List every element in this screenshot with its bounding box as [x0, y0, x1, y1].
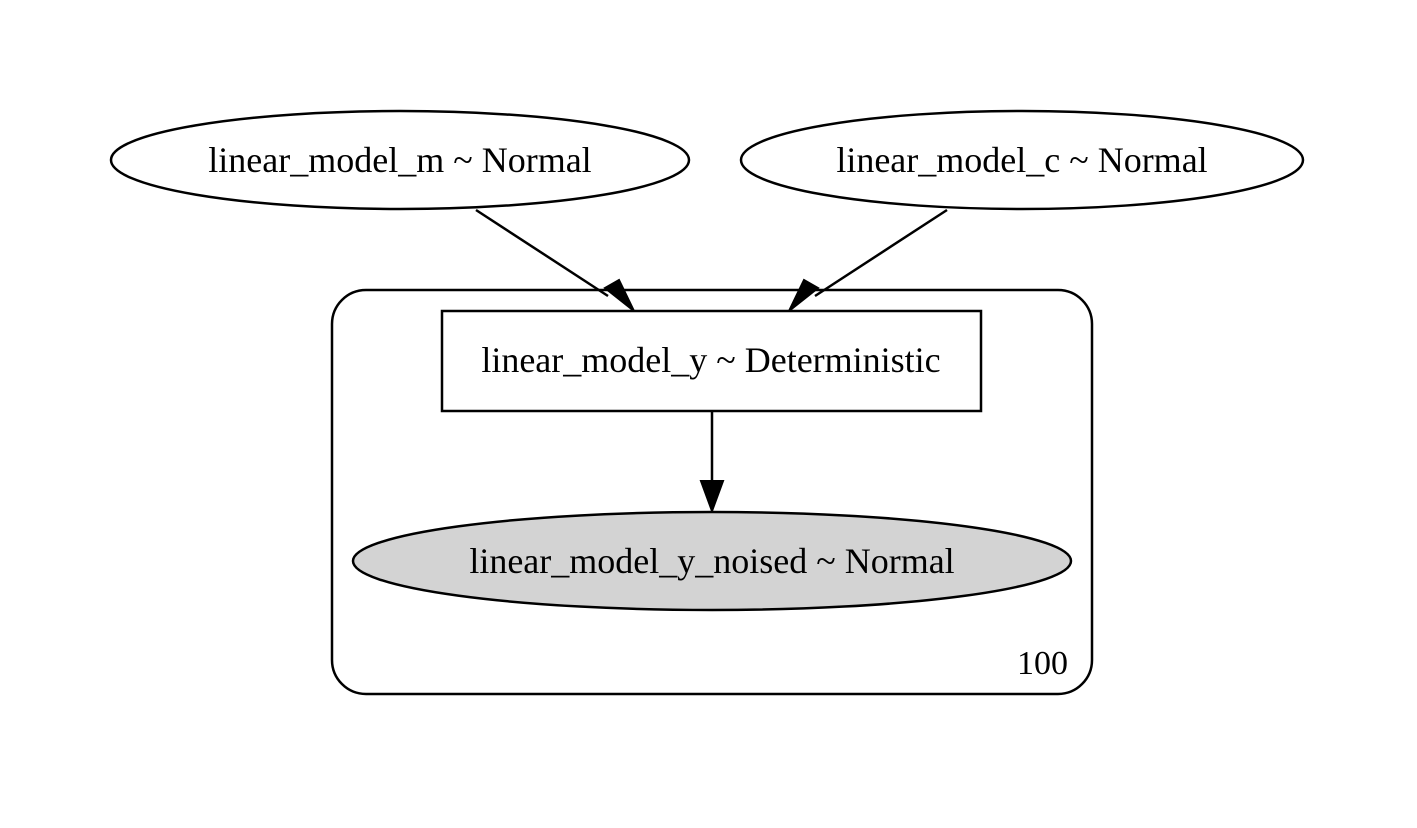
arrowhead-c-to-y: [788, 278, 820, 312]
node-linear-model-y-shape: [440, 309, 983, 413]
plate-border: [330, 288, 1094, 696]
arrowhead-y-to-y-noised: [699, 480, 725, 514]
edges: [475, 208, 948, 514]
edge-m-to-y: [475, 208, 609, 298]
node-linear-model-y-noised-shape: [351, 510, 1073, 612]
node-linear-model-y-noised[interactable]: linear_model_y_noised ~ Normal: [351, 510, 1073, 612]
plate-label: 100: [1017, 645, 1068, 682]
node-linear-model-y-noised-label: linear_model_y_noised ~ Normal: [469, 541, 954, 581]
node-linear-model-c[interactable]: linear_model_c ~ Normal: [739, 109, 1305, 211]
node-linear-model-c-label: linear_model_c ~ Normal: [836, 140, 1207, 180]
node-linear-model-m-shape: [109, 109, 691, 211]
node-linear-model-y[interactable]: linear_model_y ~ Deterministic: [440, 309, 983, 413]
node-linear-model-y-label: linear_model_y ~ Deterministic: [481, 340, 940, 380]
plate: 100: [330, 288, 1094, 696]
arrowhead-m-to-y: [603, 278, 635, 312]
node-linear-model-m-label: linear_model_m ~ Normal: [208, 140, 591, 180]
node-linear-model-c-shape: [739, 109, 1305, 211]
edge-c-to-y: [814, 208, 948, 298]
node-linear-model-m[interactable]: linear_model_m ~ Normal: [109, 109, 691, 211]
